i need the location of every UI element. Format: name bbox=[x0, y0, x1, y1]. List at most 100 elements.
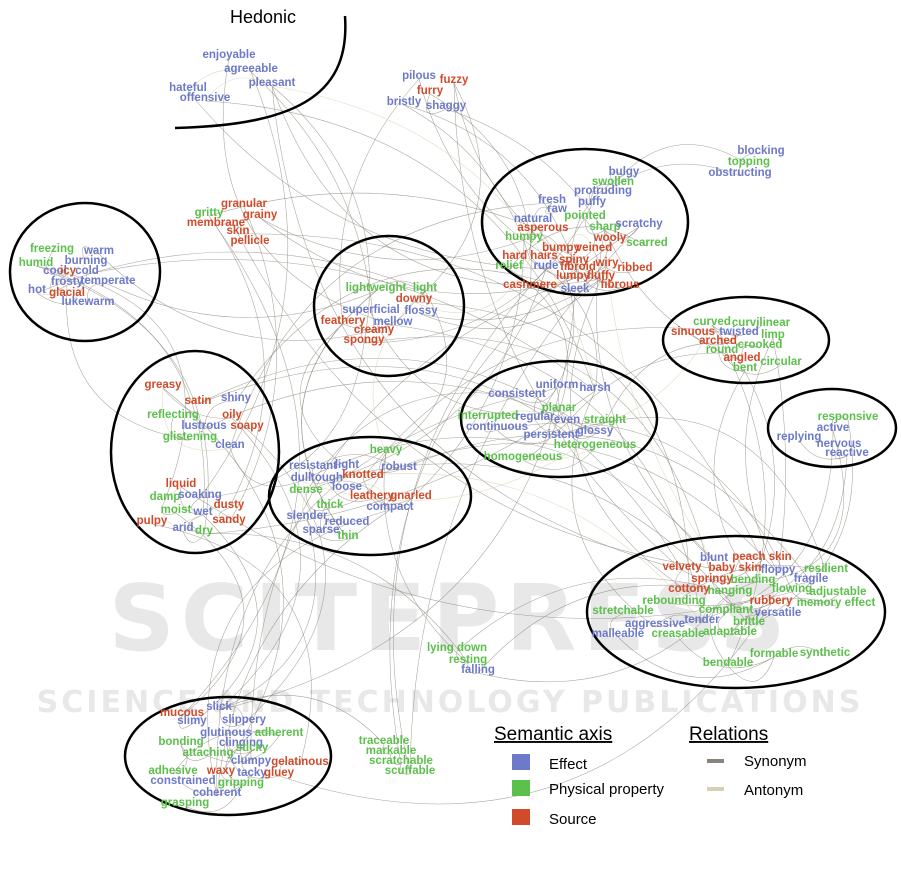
word-curvilinear: curvilinear bbox=[732, 317, 791, 329]
synonym-edge bbox=[383, 452, 469, 664]
word-glistening: glistening bbox=[163, 431, 217, 443]
synonym-edge bbox=[523, 234, 562, 252]
antonym-edge bbox=[183, 514, 205, 535]
word-slippery: slippery bbox=[222, 714, 267, 726]
synonym-edge bbox=[229, 202, 553, 449]
cluster-shape bbox=[661, 295, 831, 385]
word-lying-down: lying down bbox=[427, 642, 487, 654]
synonym-edge bbox=[550, 417, 827, 573]
word-even: even bbox=[554, 414, 580, 426]
synonym-edge bbox=[218, 694, 385, 745]
word-humid: humid bbox=[19, 257, 54, 269]
synonym-edge bbox=[305, 492, 331, 511]
word-shiny: shiny bbox=[221, 392, 252, 404]
synonym-edge bbox=[584, 218, 606, 235]
synonym-edge bbox=[326, 480, 373, 502]
synonym-edge bbox=[216, 396, 518, 797]
word-fibrous: fibrous bbox=[601, 279, 640, 291]
word-adjustable: adjustable bbox=[810, 586, 867, 598]
word-grasping: grasping bbox=[161, 797, 210, 809]
word-cool: cool bbox=[43, 265, 67, 277]
hedonic-title: Hedonic bbox=[230, 7, 296, 27]
word-sharp: sharp bbox=[589, 221, 620, 233]
synonym-edge bbox=[721, 352, 782, 375]
antonym-edge bbox=[228, 722, 253, 752]
antonym-edge bbox=[604, 324, 713, 424]
legend: Semantic axis Effect Physical property S… bbox=[494, 724, 807, 828]
synonym-edge bbox=[496, 429, 552, 445]
synonym-edge bbox=[604, 229, 743, 362]
synonym-edge bbox=[617, 636, 775, 678]
synonym-edge bbox=[727, 656, 775, 682]
synonym-edge bbox=[532, 206, 558, 223]
word-wooly: wooly bbox=[593, 232, 627, 244]
synonym-edge bbox=[204, 100, 596, 392]
watermark: SCITEPRESS SCIENCE AND TECHNOLOGY PUBLIC… bbox=[37, 565, 861, 720]
word-sticky: sticky bbox=[236, 742, 269, 754]
synonym-edge bbox=[560, 250, 578, 280]
synonym-edge bbox=[35, 265, 186, 501]
synonym-edge bbox=[218, 291, 576, 711]
synonym-edge bbox=[710, 582, 754, 667]
word-lukewarm: lukewarm bbox=[61, 296, 114, 308]
synonym-edge bbox=[191, 514, 258, 725]
synonym-edge bbox=[409, 226, 640, 775]
antonym-edge bbox=[413, 258, 531, 314]
synonym-edge bbox=[222, 57, 394, 326]
synonym-edge bbox=[320, 489, 348, 534]
synonym-edge bbox=[798, 439, 848, 460]
word-fluffy: fluffy bbox=[587, 270, 616, 282]
word-continuous: continuous bbox=[466, 421, 528, 433]
synonym-edge bbox=[301, 290, 377, 540]
word-resting: resting bbox=[449, 654, 487, 666]
synonym-edge bbox=[741, 344, 761, 362]
word-rude: rude bbox=[534, 260, 559, 272]
synonym-edge bbox=[370, 312, 560, 415]
synonym-edge bbox=[390, 753, 402, 765]
synonym-edge bbox=[371, 498, 412, 510]
word-slimy: slimy bbox=[177, 715, 207, 727]
synonym-edge bbox=[545, 268, 598, 392]
synonym-edge bbox=[363, 336, 713, 583]
legend-label-synonym: Synonym bbox=[744, 753, 807, 770]
word-interrupted: interrupted bbox=[458, 410, 519, 422]
synonym-edge bbox=[571, 174, 625, 280]
word-resilient: resilient bbox=[804, 563, 848, 575]
word-burning: burning bbox=[65, 255, 108, 267]
word-glutinous: glutinous bbox=[200, 727, 252, 739]
word-round: round bbox=[706, 344, 739, 356]
word-loose: loose bbox=[332, 481, 362, 493]
word-lightweight: lightweight bbox=[346, 282, 407, 294]
word-creasable: creasable bbox=[651, 628, 704, 640]
synonym-edge bbox=[203, 400, 237, 430]
word-damp: damp bbox=[150, 491, 181, 503]
synonym-edge bbox=[717, 612, 731, 636]
synonym-edge bbox=[593, 250, 636, 274]
word-spiny: spiny bbox=[559, 254, 590, 266]
synonym-edge bbox=[729, 419, 853, 636]
word-sleek: sleek bbox=[561, 283, 590, 295]
synonym-edge bbox=[673, 455, 848, 606]
cluster-soft bbox=[312, 234, 466, 378]
word-nervous: nervous bbox=[817, 438, 862, 450]
word-mucous: mucous bbox=[160, 707, 204, 719]
synonym-edge bbox=[218, 518, 316, 711]
synonym-edge bbox=[346, 442, 779, 574]
synonym-edge bbox=[418, 78, 621, 289]
synonym-edge bbox=[477, 593, 731, 683]
synonym-edge bbox=[36, 251, 426, 294]
word-peach-skin: peach skin bbox=[732, 551, 791, 563]
synonym-edge bbox=[603, 265, 621, 289]
antonym-edge bbox=[187, 69, 252, 92]
word-circular: circular bbox=[760, 356, 802, 368]
word-persistent: persistent bbox=[524, 429, 579, 441]
synonym-edge bbox=[610, 171, 625, 186]
synonym-edge bbox=[677, 636, 775, 669]
word-obstructing: obstructing bbox=[708, 167, 771, 179]
synonym-edge bbox=[187, 90, 547, 270]
word-gelatinous: gelatinous bbox=[271, 756, 329, 768]
synonym-edge bbox=[218, 709, 245, 727]
word-gluey: gluey bbox=[264, 767, 295, 779]
word-warm: warm bbox=[83, 245, 114, 257]
